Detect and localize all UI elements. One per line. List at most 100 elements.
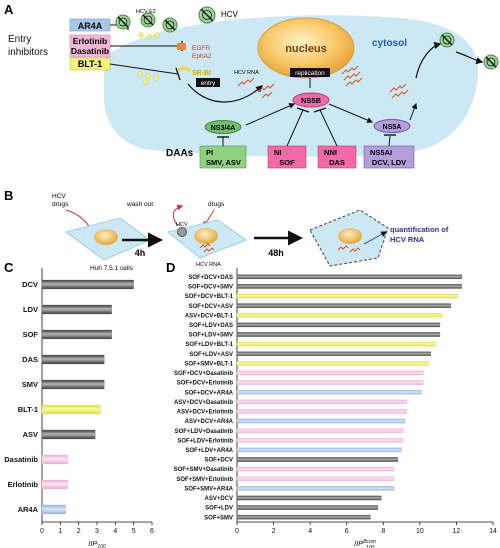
x-tick-label: 12 — [453, 528, 461, 535]
replication-label: replication — [295, 70, 325, 77]
release-arrow — [455, 51, 484, 65]
bar — [236, 495, 382, 501]
hcv-label-b: HCV — [176, 222, 188, 228]
panel-b-letter: B — [4, 188, 13, 203]
time-2-label: 48h — [268, 248, 284, 258]
x-tick-label: 6 — [150, 528, 154, 535]
blt1-label: BLT-1 — [78, 59, 102, 69]
bar — [236, 399, 408, 405]
hcv-virion-icon — [115, 14, 131, 30]
nucleus — [257, 17, 355, 79]
category-label: SOF+DCV+SMV — [188, 285, 233, 291]
bar — [41, 329, 112, 340]
x-tick-label: 1 — [58, 528, 62, 535]
hcv-virion-icon — [439, 32, 455, 48]
category-label: SOF+DCV+BLT-1 — [185, 294, 234, 300]
x-tick-label: 10 — [416, 528, 424, 535]
ns5a-to-assembly-arrow — [409, 102, 418, 121]
hcv-rna-icon — [199, 243, 215, 253]
category-label: BLT-1 — [18, 405, 38, 414]
replication-label-box — [290, 68, 330, 77]
ns5a-label: NS5A — [383, 124, 402, 131]
hcv-rna-icon — [237, 77, 275, 99]
bar — [236, 361, 430, 366]
category-label: SOF+LDV+SMV — [189, 333, 233, 339]
x-axis-label: IIP100 — [88, 539, 106, 548]
category-label: ASV+DCV+Dasatinib — [174, 400, 233, 406]
x-tick-label: 2 — [77, 528, 81, 535]
erlotinib-label: Erlotinib — [73, 36, 107, 46]
egfr-label: EGFR — [192, 45, 210, 52]
pi-drugs: SMV, ASV — [206, 158, 241, 167]
category-label: SOF+LDV+DAS — [189, 323, 233, 329]
x-tick-label: 4 — [308, 528, 312, 535]
assembly-arrow — [415, 41, 442, 79]
category-label: SOF+DCV+DAS — [188, 275, 233, 281]
daas-label: DAAs — [166, 148, 194, 159]
category-label: SOF+SMV+BLT-1 — [184, 361, 233, 367]
polyprotein-arrow — [245, 103, 296, 126]
hcv-particle-icon — [177, 227, 187, 237]
ar4a-label: AR4A — [78, 21, 103, 31]
x-tick-label: 0 — [235, 528, 239, 535]
bar — [41, 454, 68, 465]
ns3-4a-label: NS3/4A — [211, 125, 236, 132]
quantification-label-2: HCV RNA — [390, 235, 425, 244]
bar — [236, 274, 463, 280]
nucleus-label: nucleus — [285, 43, 327, 55]
nni-drugs: DAS — [329, 158, 345, 167]
entry-label: entry — [201, 80, 216, 87]
hcv-rna-icon — [337, 245, 361, 253]
x-tick-label: 2 — [272, 528, 276, 535]
bar — [236, 293, 459, 299]
x-tick-label: 3 — [95, 528, 99, 535]
bar — [236, 389, 422, 395]
ns5a-target — [373, 119, 411, 133]
ni-drugs: SOF — [279, 158, 295, 167]
lipoprotein-dots — [137, 32, 160, 85]
cytosol-label: cytosol — [372, 38, 407, 49]
blt1-inhibit-bar — [175, 67, 181, 81]
bar — [236, 438, 404, 443]
category-label: SOF+LDV+AR4A — [185, 448, 233, 454]
bar — [236, 313, 442, 318]
category-label: AR4A — [18, 505, 39, 514]
bar — [41, 304, 112, 315]
hcv-rna-icon — [341, 65, 409, 99]
bar — [41, 379, 105, 390]
bar — [236, 341, 437, 347]
epha2-label: EphA2 — [192, 53, 212, 60]
category-label: SOF+SMV+AR4A — [184, 486, 233, 492]
ns5b-label: NS5B — [301, 96, 322, 105]
category-label: SOF+DCV+Erlotinib — [177, 381, 234, 387]
category-label: ASV+DCV+Erlotinib — [177, 410, 234, 416]
category-label: SOF+LDV+ASV — [189, 352, 233, 358]
bar — [236, 428, 404, 433]
cell-2-nucleus — [194, 228, 218, 244]
bar — [41, 279, 134, 290]
entry-label-box — [196, 78, 220, 87]
entry-arrow — [187, 83, 264, 103]
category-label: SOF+LDV+Dasatinib — [175, 429, 234, 435]
category-label: SOF+LDV — [205, 506, 233, 512]
hcv-virion-icon — [483, 54, 499, 70]
bar — [236, 284, 463, 289]
bar — [41, 404, 101, 415]
category-label: ASV+DCV+BLT-1 — [185, 313, 234, 319]
bar — [236, 457, 399, 462]
bar — [41, 504, 66, 515]
category-label: SOF+DCV — [204, 458, 233, 464]
category-label: SMV — [22, 380, 38, 389]
bar — [236, 409, 408, 414]
panel-a-letter: A — [4, 2, 14, 17]
ns3-4a-target — [204, 120, 242, 134]
category-label: SOF — [23, 330, 39, 339]
bar — [41, 354, 105, 365]
category-label: SOF+LDV+Erlotinib — [177, 438, 233, 444]
category-label: SOF+DCV+Dasatinib — [174, 371, 233, 377]
entry-inhibitors-label-1: Entry — [8, 34, 31, 45]
category-label: Dasatinib — [4, 455, 38, 464]
category-label: SOF+SMV+Erlotinib — [176, 477, 233, 483]
daa-inhibition-lines — [217, 107, 396, 147]
